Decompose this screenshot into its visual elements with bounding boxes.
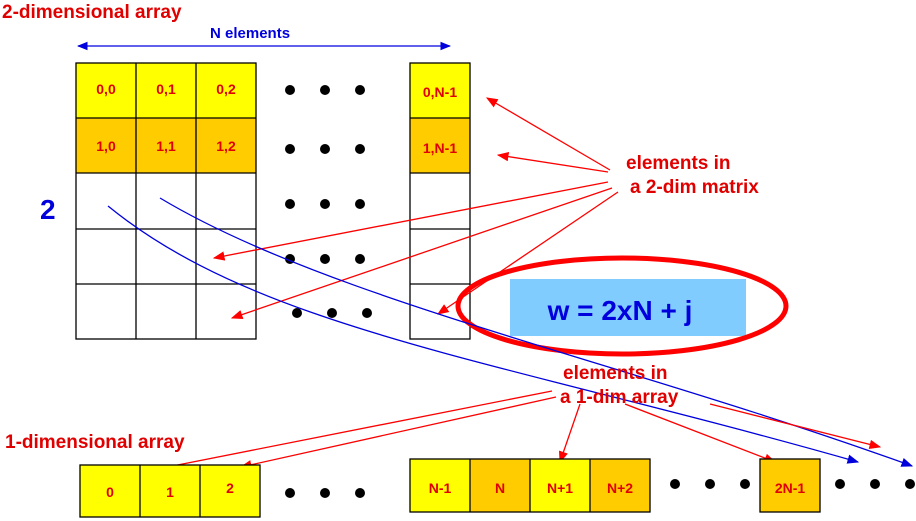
formula-highlight-ellipse [455,255,789,357]
array-cell-n-plus-2: N+2 [607,480,633,496]
matrix-ellipsis-dots [285,85,372,318]
array-cell-2: 2 [226,480,234,496]
array-ellipsis-dots-1 [285,488,365,498]
array-cell-n-1: N-1 [429,480,452,496]
formula-box [510,279,746,336]
annotation-2d-line2: a 2-dim matrix [630,177,759,198]
array-cell-2n-1: 2N-1 [775,480,806,496]
matrix-row1-fill [76,118,256,173]
annotation-2d-arrows [212,97,619,320]
cell-0-0: 0,0 [96,81,116,97]
array-1d-group1 [79,464,261,518]
title-2d-array: 2-dimensional array [2,2,182,23]
array-ellipsis-dots-2 [670,479,750,489]
array-cell-1: 1 [166,484,174,500]
annotation-1d-line1: elements in [563,363,668,384]
array-1d-last-cell [759,458,821,513]
matrix-row0-fill [76,63,256,118]
matrix-2d-left [75,62,257,340]
array-cell-n: N [495,480,505,496]
cell-1-2: 1,2 [216,138,236,154]
array-cell-0: 0 [106,484,114,500]
array-1d-group2 [409,458,651,513]
cell-1-1: 1,1 [156,138,176,154]
cell-0-1: 0,1 [156,81,176,97]
annotation-2d-line1: elements in [626,153,731,174]
array-cell-n-plus-1: N+1 [547,480,573,496]
annotation-1d-line2: a 1-dim array [560,387,679,408]
cell-0-n-1: 0,N-1 [423,84,457,100]
n-elements-label: N elements [210,25,290,42]
annotation-1d-arrows [125,390,882,478]
title-1d-array: 1-dimensional array [5,432,185,453]
array-ellipsis-dots-3 [835,479,915,489]
formula-text: w = 2xN + j [547,295,693,326]
cell-1-0: 1,0 [96,138,116,154]
cell-0-2: 0,2 [216,81,236,97]
cell-1-n-1: 1,N-1 [423,140,457,156]
row-label: 2 [40,194,56,225]
matrix-2d-last-column [409,62,471,340]
